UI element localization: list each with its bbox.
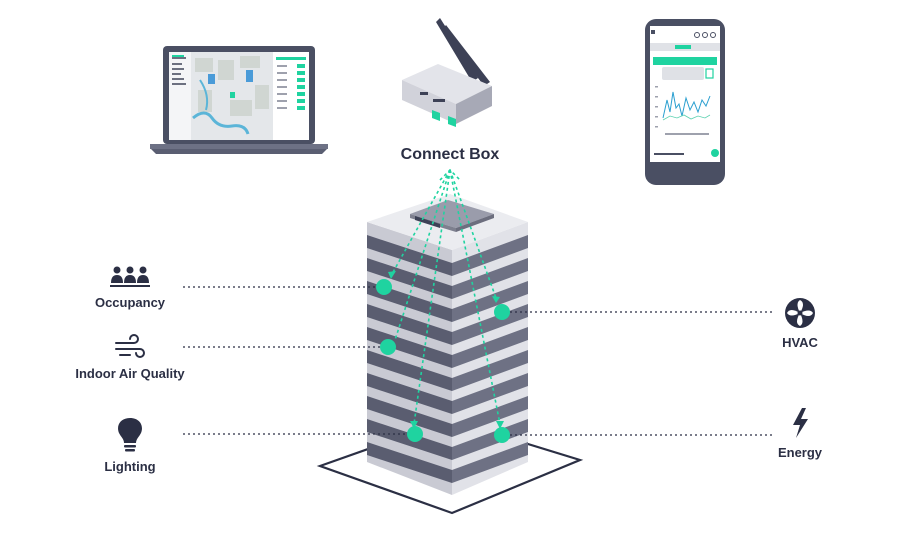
occupancy-label: Occupancy: [94, 295, 166, 310]
energy-label: Energy: [777, 445, 823, 460]
fan-icon: [785, 298, 815, 328]
sensor-dot-occupancy: [376, 279, 392, 295]
arrowheads: [388, 271, 504, 429]
sensor-dot-energy: [494, 427, 510, 443]
lighting-label: Lighting: [104, 459, 156, 474]
sensor-dot-hvac: [494, 304, 510, 320]
hvac-label: HVAC: [782, 335, 818, 350]
lightbulb-icon: [118, 418, 142, 452]
signal-arrows: [391, 168, 501, 425]
laptop-dashboard-illustration: [150, 46, 328, 154]
wind-icon: [115, 334, 145, 358]
people-icon: [110, 266, 150, 287]
connector-lines: [183, 286, 775, 436]
connect-box-router-illustration: [402, 18, 492, 280]
indoor-air-quality-label: Indoor Air Quality: [75, 366, 185, 381]
sensor-dot-lighting: [407, 426, 423, 442]
sensor-dot-air-quality: [380, 339, 396, 355]
phone-app-illustration: [645, 19, 725, 185]
lightning-bolt-icon: [793, 408, 808, 438]
connect-box-label: Connect Box: [401, 146, 500, 163]
